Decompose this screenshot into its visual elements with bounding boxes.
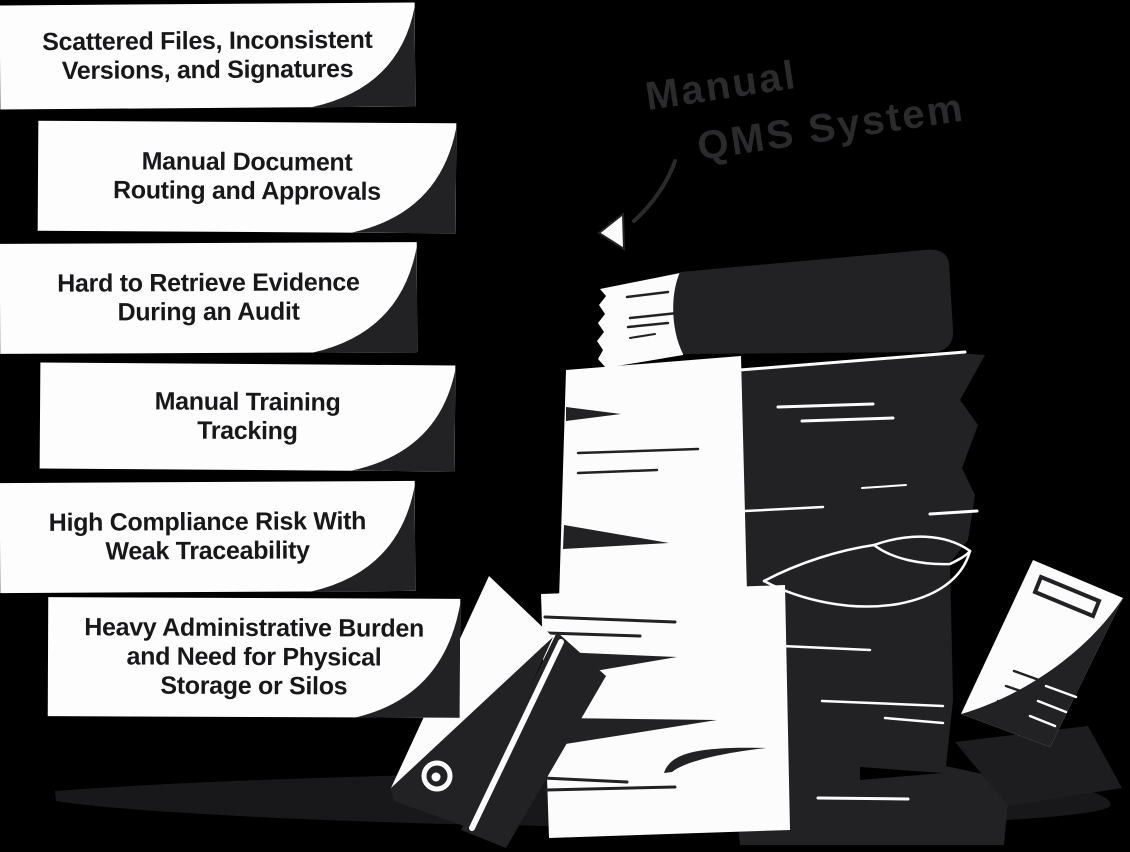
page-curl-icon bbox=[311, 6, 416, 108]
paper-stack-dark-mass bbox=[688, 350, 1010, 845]
ground-shadow bbox=[55, 771, 1111, 828]
page-curl-icon bbox=[313, 246, 418, 353]
problem-card-label: High Compliance Risk With Weak Traceabil… bbox=[48, 507, 367, 566]
problem-card: Hard to Retrieve Evidence During an Audi… bbox=[0, 242, 418, 354]
problem-card: Manual Document Routing and Approvals bbox=[37, 120, 457, 234]
curled-page-outline bbox=[762, 535, 972, 608]
swoosh-mark bbox=[664, 747, 766, 773]
white-sheet bbox=[541, 585, 790, 838]
problem-card: High Compliance Risk With Weak Traceabil… bbox=[0, 480, 416, 594]
grommet-ring-icon bbox=[421, 760, 453, 792]
illustration-title: Manual QMS System bbox=[612, 23, 969, 187]
page-curl-icon bbox=[355, 603, 461, 718]
problem-card: Heavy Administrative Burden and Need for… bbox=[47, 597, 461, 718]
problem-card-label: Hard to Retrieve Evidence During an Audi… bbox=[57, 268, 360, 327]
page-curl-icon bbox=[311, 485, 416, 592]
problem-card-label: Manual Training Tracking bbox=[154, 387, 341, 446]
problem-card: Manual Training Tracking bbox=[39, 362, 456, 472]
problem-card: Scattered Files, Inconsistent Versions, … bbox=[0, 2, 416, 110]
top-book bbox=[597, 249, 954, 368]
page-curl-icon bbox=[351, 127, 457, 234]
page-curl-icon bbox=[350, 369, 456, 472]
arrowhead-icon bbox=[597, 211, 626, 251]
header-box-outline bbox=[1032, 574, 1102, 619]
flying-paper bbox=[955, 560, 1123, 806]
white-paper-ream bbox=[559, 356, 747, 601]
problem-card-label: Heavy Administrative Burden and Need for… bbox=[84, 613, 425, 701]
problem-card-label: Scattered Files, Inconsistent Versions, … bbox=[42, 25, 373, 86]
problem-card-label: Manual Document Routing and Approvals bbox=[112, 147, 381, 206]
